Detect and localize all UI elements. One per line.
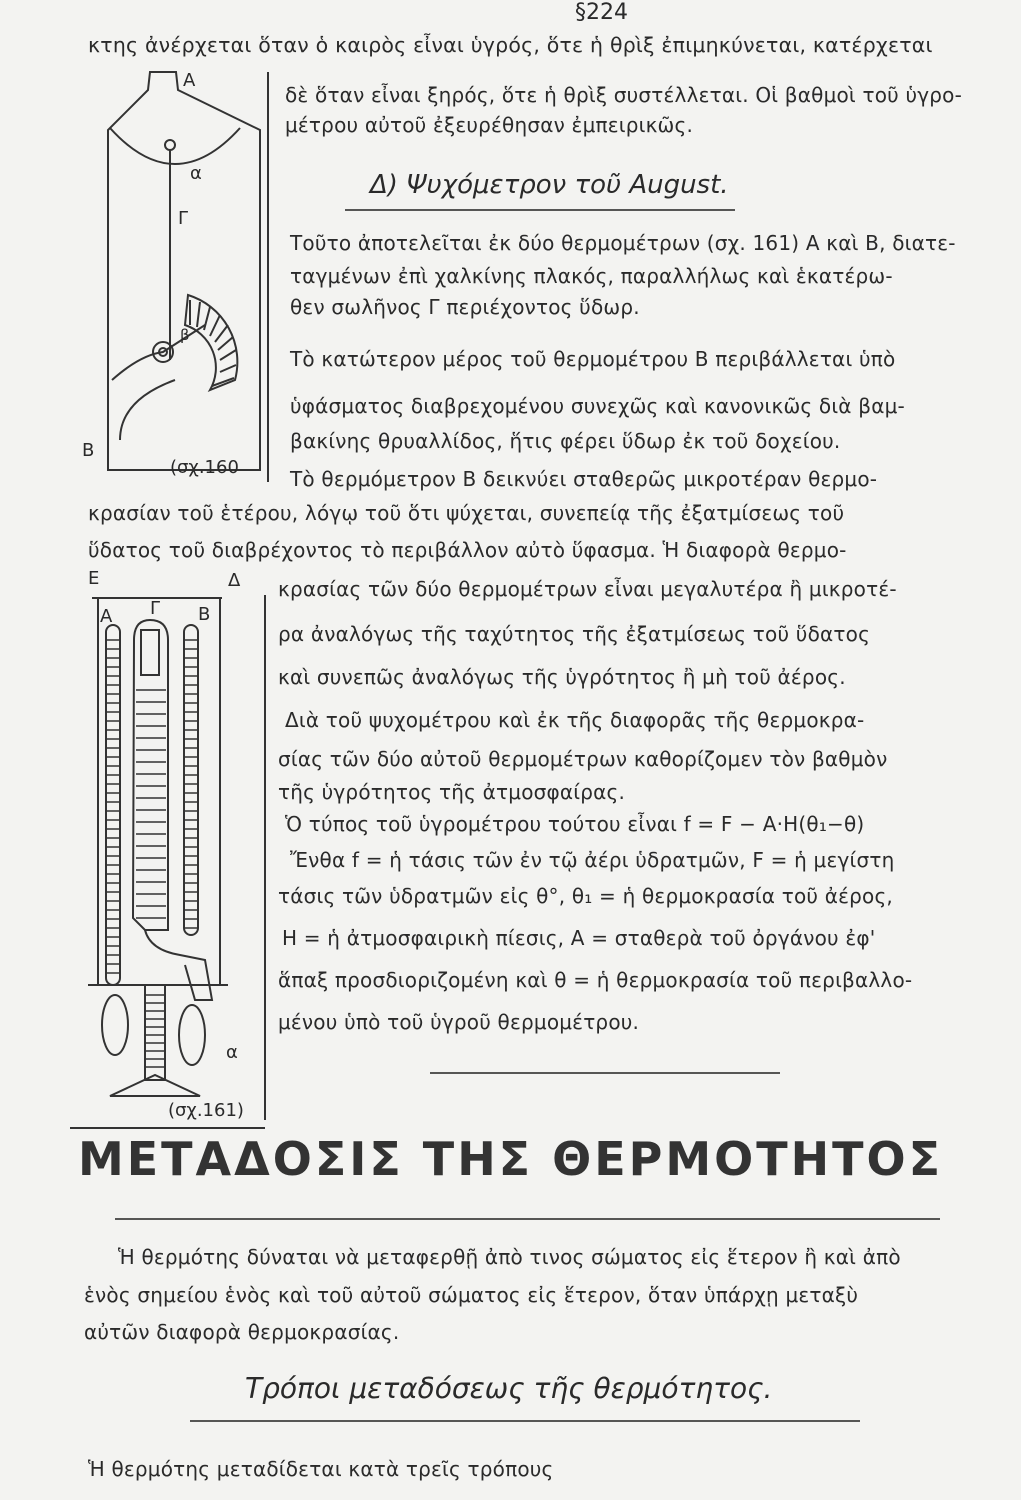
figure-label: Δ — [228, 570, 241, 591]
text-line: βακίνης θρυαλλίδος, ἥτις φέρει ὕδωρ ἐκ τ… — [290, 429, 841, 453]
figure-label: Ε — [88, 568, 100, 589]
figure-label: Α — [183, 70, 196, 91]
text-line: ὑφάσματος διαβρεχομένου συνεχῶς καὶ κανο… — [290, 394, 905, 418]
divider — [345, 209, 735, 211]
text-line: ὕδατος τοῦ διαβρέχοντος τὸ περιβάλλον αὐ… — [88, 538, 847, 562]
divider — [115, 1218, 940, 1220]
text-line: ἑνὸς σημείου ἑνὸς καὶ τοῦ αὐτοῦ σώματος … — [84, 1283, 859, 1307]
text-line: κτης ἀνέρχεται ὅταν ὁ καιρὸς εἶναι ὑγρός… — [88, 33, 933, 57]
text-line: κρασίαν τοῦ ἑτέρου, λόγῳ τοῦ ὅτι ψύχεται… — [88, 501, 845, 525]
text-line: μέτρου αὐτοῦ ἐξευρέθησαν ἐμπειρικῶς. — [285, 113, 694, 137]
divider — [190, 1420, 860, 1422]
psychrometer-drawing — [70, 595, 266, 1129]
text-line: αὐτῶν διαφορὰ θερμοκρασίας. — [84, 1320, 400, 1344]
text-line: σίας τῶν δύο αὐτοῦ θερμομέτρων καθορίζομ… — [278, 747, 888, 771]
subheading: Τρόποι μεταδόσεως τῆς θερμότητος. — [245, 1372, 773, 1405]
divider — [430, 1072, 780, 1074]
figure-label: β — [180, 326, 190, 344]
figure-caption: (σχ.161) — [168, 1100, 244, 1121]
text-line: μένου ὑπὸ τοῦ ὑγροῦ θερμομέτρου. — [278, 1010, 640, 1034]
text-line: Ἔνθα f = ἡ τάσις τῶν ἐν τῷ ἀέρι ὑδρατμῶν… — [290, 848, 895, 872]
text-line: H = ἡ ἀτμοσφαιρικὴ πίεσις, A = σταθερὰ τ… — [282, 926, 876, 950]
text-line: Τοῦτο ἀποτελεῖται ἐκ δύο θερμομέτρων (σχ… — [290, 231, 956, 255]
text-line: κρασίας τῶν δύο θερμομέτρων εἶναι μεγαλυ… — [278, 577, 897, 601]
text-line: Διὰ τοῦ ψυχομέτρου καὶ ἐκ τῆς διαφορᾶς τ… — [285, 708, 865, 732]
text-line: ρα ἀναλόγως τῆς ταχύτητος τῆς ἐξατμίσεως… — [278, 622, 871, 646]
figure-label: α — [226, 1042, 238, 1063]
hygrometer-drawing — [107, 71, 269, 482]
figure-caption: (σχ.160 — [170, 457, 239, 478]
figure-label: α — [190, 163, 202, 184]
section-heading: Δ) Ψυχόμετρον τοῦ August. — [370, 170, 729, 200]
text-line: Ἡ θερμότης δύναται νὰ μεταφερθῇ ἀπὸ τινο… — [118, 1245, 901, 1269]
text-line: Τὸ κατώτερον μέρος τοῦ θερμομέτρου Β περ… — [290, 347, 896, 371]
page-number: §224 — [575, 0, 628, 25]
figure-label: Β — [198, 604, 211, 625]
figure-label: Β — [82, 440, 95, 461]
chapter-title: ΜΕΤΑΔΟΣΙΣ ΤΗΣ ΘΕΡΜΟΤΗΤΟΣ — [77, 1132, 944, 1186]
figure-label: Γ — [150, 598, 161, 619]
text-line: δὲ ὅταν εἶναι ξηρός, ὅτε ἡ θρὶξ συστέλλε… — [285, 83, 963, 107]
text-line: καὶ συνεπῶς ἀναλόγως τῆς ὑγρότητος ἢ μὴ … — [278, 665, 846, 689]
text-line: τῆς ὑγρότητος τῆς ἀτμοσφαίρας. — [278, 780, 626, 804]
figure-label: Α — [100, 606, 113, 627]
figure-label: Γ — [178, 208, 189, 229]
text-line: Τὸ θερμόμετρον Β δεικνύει σταθερῶς μικρο… — [290, 467, 878, 491]
text-line: τάσις τῶν ὑδρατμῶν εἰς θ°, θ₁ = ἡ θερμοκ… — [278, 884, 893, 908]
text-line: Ἡ θερμότης μεταδίδεται κατὰ τρεῖς τρόπου… — [88, 1457, 554, 1481]
text-line: ταγμένων ἐπὶ χαλκίνης πλακός, παραλλήλως… — [290, 264, 893, 288]
text-line: θεν σωλῆνος Γ περιέχοντος ὕδωρ. — [290, 295, 640, 319]
text-line: ἅπαξ προσδιοριζομένη καὶ θ = ἡ θερμοκρασ… — [278, 968, 913, 992]
formula-line: Ὁ τύπος τοῦ ὑγρομέτρου τούτου εἶναι f = … — [285, 812, 865, 836]
